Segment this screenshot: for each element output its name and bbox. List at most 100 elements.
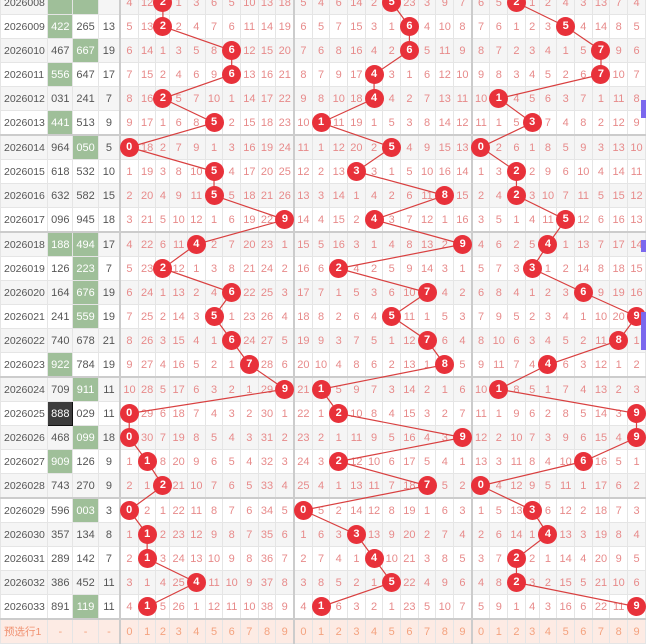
omission-cell: 11 bbox=[435, 38, 455, 63]
omission-cell: 11 bbox=[470, 401, 491, 426]
scroll-marker[interactable] bbox=[641, 240, 646, 252]
preset-digit[interactable]: 6 bbox=[222, 618, 242, 644]
omission-cell: 17 bbox=[400, 449, 419, 474]
draw-number: 709 bbox=[47, 376, 74, 402]
preset-digit[interactable]: 2 bbox=[329, 618, 349, 644]
omission-cell: 8 bbox=[119, 328, 139, 353]
omission-cell: 6 bbox=[573, 425, 593, 450]
omission-cell: 2 bbox=[155, 522, 171, 547]
preset-digit[interactable]: 1 bbox=[137, 618, 157, 644]
preset-digit[interactable]: 3 bbox=[524, 618, 540, 644]
draw-number: 891 bbox=[47, 594, 74, 620]
preset-digit[interactable]: 2 bbox=[155, 618, 171, 644]
omission-cell: 2 bbox=[364, 594, 384, 620]
omission-cell: 29 bbox=[257, 376, 277, 402]
preset-digit[interactable]: 7 bbox=[591, 618, 611, 644]
preset-digit[interactable]: 3 bbox=[169, 618, 189, 644]
preset-digit[interactable]: 0 bbox=[119, 618, 139, 644]
omission-cell: 6 bbox=[400, 183, 419, 208]
preset-digit[interactable]: 1 bbox=[311, 618, 331, 644]
omission-cell: 3 bbox=[470, 546, 491, 571]
omission-cell: 19 bbox=[591, 522, 611, 547]
omission-cell: 18 bbox=[240, 183, 259, 208]
omission-cell: 2 bbox=[382, 38, 402, 63]
preset-digit[interactable]: 6 bbox=[400, 618, 419, 644]
preset-digit[interactable]: 9 bbox=[453, 618, 473, 644]
preset-digit[interactable]: 3 bbox=[347, 618, 366, 644]
preset-digit[interactable]: 2 bbox=[507, 618, 526, 644]
omission-cell: 19 bbox=[240, 207, 259, 233]
omission-cell: 6 bbox=[222, 207, 242, 233]
scroll-marker[interactable] bbox=[641, 100, 646, 118]
preset-digit[interactable]: 0 bbox=[293, 618, 313, 644]
preset-digit[interactable]: 9 bbox=[275, 618, 295, 644]
preset-digit[interactable]: 8 bbox=[435, 618, 455, 644]
preset-digit[interactable]: 0 bbox=[470, 618, 491, 644]
draw-number: 164 bbox=[47, 280, 74, 305]
omission-cell: 6 bbox=[417, 62, 437, 87]
preset-digit[interactable]: 4 bbox=[538, 618, 558, 644]
preset-digit[interactable]: 9 bbox=[627, 618, 646, 644]
omission-cell: 4 bbox=[470, 570, 491, 595]
preset-digit[interactable]: 5 bbox=[556, 618, 575, 644]
draw-number-2: 911 bbox=[72, 376, 99, 402]
omission-cell: 2 bbox=[222, 376, 242, 402]
omission-cell: 11 bbox=[453, 86, 473, 111]
preset-digit[interactable]: 4 bbox=[187, 618, 206, 644]
omission-cell: 2 bbox=[417, 376, 437, 402]
omission-cell: 6 bbox=[453, 376, 473, 402]
preset-label[interactable]: 预选行1 bbox=[0, 618, 49, 644]
omission-cell: 1 bbox=[417, 304, 437, 329]
omission-cell: 8 bbox=[364, 401, 384, 426]
omission-cell: 5 bbox=[155, 376, 171, 402]
omission-cell: 12 bbox=[347, 449, 366, 474]
omission-cell: 11 bbox=[591, 328, 611, 353]
omission-cell: 4 bbox=[311, 207, 331, 233]
omission-cell: 4 bbox=[573, 376, 593, 402]
omission-cell: 10 bbox=[240, 594, 259, 620]
winning-digit-ball: 1 bbox=[137, 597, 157, 617]
preset-cell[interactable]: - bbox=[97, 618, 122, 644]
preset-digit[interactable]: 8 bbox=[257, 618, 277, 644]
omission-cell: 3 bbox=[329, 522, 349, 547]
draw-number-2: 582 bbox=[72, 183, 99, 208]
scroll-marker[interactable] bbox=[641, 312, 646, 350]
omission-cell: 21 bbox=[169, 473, 189, 499]
preset-digit[interactable]: 1 bbox=[489, 618, 509, 644]
omission-cell: 6 bbox=[169, 110, 189, 136]
omission-cell: 6 bbox=[222, 473, 242, 499]
winning-digit-ball: 5 bbox=[382, 137, 402, 157]
omission-cell: 16 bbox=[435, 159, 455, 184]
sum-value: 17 bbox=[97, 231, 122, 257]
draw-number-2 bbox=[72, 0, 99, 15]
preset-cell[interactable]: - bbox=[47, 618, 74, 644]
omission-cell: 14 bbox=[573, 256, 593, 281]
preset-digit[interactable]: 8 bbox=[609, 618, 628, 644]
preset-digit[interactable]: 5 bbox=[382, 618, 402, 644]
preset-digit[interactable]: 7 bbox=[417, 618, 437, 644]
preset-digit[interactable]: 6 bbox=[573, 618, 593, 644]
omission-cell: 11 bbox=[169, 231, 189, 257]
omission-cell: 4 bbox=[155, 352, 171, 378]
omission-cell: 3 bbox=[155, 159, 171, 184]
omission-cell: 7 bbox=[329, 14, 349, 39]
preset-cell[interactable]: - bbox=[72, 618, 99, 644]
omission-cell: 16 bbox=[293, 256, 313, 281]
omission-cell: 17 bbox=[609, 231, 628, 257]
omission-cell: 8 bbox=[591, 256, 611, 281]
preset-digit[interactable]: 4 bbox=[364, 618, 384, 644]
winning-digit-ball: 6 bbox=[573, 452, 593, 471]
omission-cell: 12 bbox=[400, 328, 419, 353]
omission-cell: 5 bbox=[347, 280, 366, 305]
preset-digit[interactable]: 7 bbox=[240, 618, 259, 644]
omission-cell: 2 bbox=[400, 86, 419, 111]
omission-cell: 5 bbox=[627, 14, 646, 39]
omission-cell: 22 bbox=[591, 594, 611, 620]
preset-digit[interactable]: 5 bbox=[204, 618, 224, 644]
omission-cell: 2 bbox=[573, 497, 593, 523]
omission-cell: 18 bbox=[169, 401, 189, 426]
draw-number: 188 bbox=[47, 231, 74, 257]
